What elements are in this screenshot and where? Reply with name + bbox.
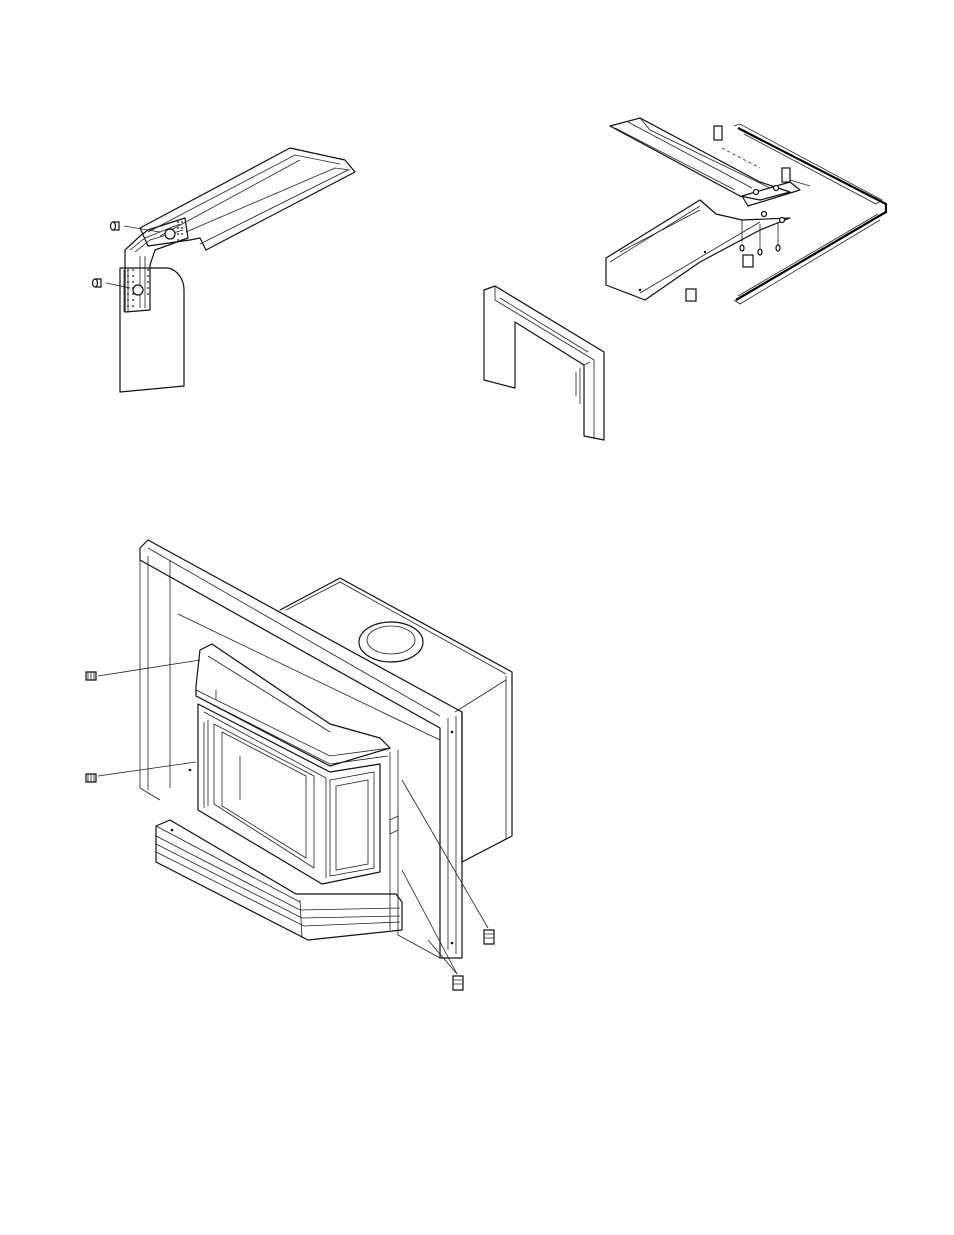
screw-icon <box>401 869 464 991</box>
screw-icon <box>85 659 201 681</box>
corner-hardware <box>685 125 811 302</box>
surround-l-channel <box>733 123 888 305</box>
corner-bracket <box>124 217 189 313</box>
figure-fireplace-insert <box>85 539 513 991</box>
screw-icon <box>109 221 161 233</box>
insert-door <box>197 703 399 885</box>
screw-icon <box>401 779 495 945</box>
insert-hood <box>195 643 391 767</box>
flue-collar <box>358 621 424 663</box>
assembled-surround-frame <box>483 285 605 441</box>
firebox-body <box>279 577 513 863</box>
bracket-hole-lower <box>132 284 144 296</box>
perforation-dots <box>127 221 183 307</box>
surround-side-rail <box>605 199 791 301</box>
top-trim-piece <box>139 147 356 251</box>
screw-icon <box>91 278 131 289</box>
surround-panel <box>139 539 463 959</box>
bracket-hole-upper <box>164 228 176 240</box>
insert-base-steps <box>155 819 403 941</box>
figure-surround-exploded <box>483 117 888 441</box>
figure-trim-corner-detail <box>91 147 356 393</box>
surround-top-rail <box>609 117 791 201</box>
side-trim-piece <box>119 267 185 393</box>
screw-icon <box>85 761 197 783</box>
